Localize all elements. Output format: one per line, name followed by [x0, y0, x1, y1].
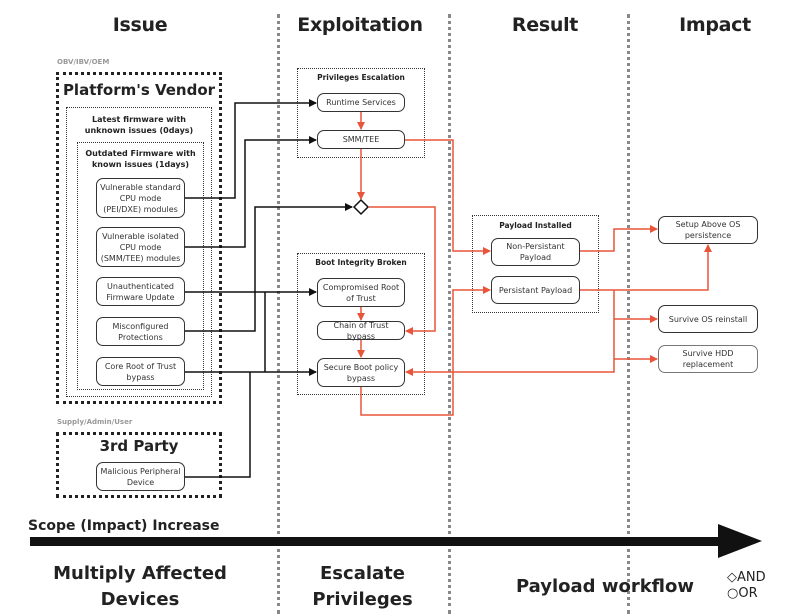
outdated-firmware-group: Outdated Firmware with known issues (1da… [77, 142, 204, 390]
scope-arrow-head [718, 524, 762, 558]
legend-and: ◇AND [727, 570, 766, 586]
footer-label-payload-workflow: Payload workflow [515, 576, 695, 597]
circle-icon: ○ [727, 586, 739, 601]
column-title-result: Result [511, 14, 579, 36]
persistent-payload-node[interactable]: Persistant Payload [491, 276, 580, 304]
legend-or-label: OR [738, 586, 758, 601]
footer-label-escalate-privileges: Escalate Privileges [312, 563, 413, 610]
column-title-exploitation: Exploitation [297, 14, 423, 36]
wire-isolated-cpu-to-smm [185, 136, 317, 248]
smm-tee-node[interactable]: SMM/TEE [317, 130, 405, 149]
wire-smm-to-non-persistent [405, 139, 491, 255]
legend-or: ○OR [727, 586, 766, 602]
vendor-tag: OBV/IBV/OEM [57, 58, 110, 66]
survive-hdd-replacement-node[interactable]: Survive HDD replacement [658, 345, 758, 373]
column-title-impact: Impact [679, 14, 751, 36]
column-separator [277, 14, 280, 614]
wire-persistent-to-setup [580, 244, 712, 291]
boot-integrity-title: Boot Integrity Broken [315, 258, 407, 267]
third-party-group: 3rd Party [56, 432, 222, 498]
legend-and-label: AND [737, 570, 766, 585]
chain-of-trust-bypass-node[interactable]: Chain of Trust bypass [317, 321, 405, 341]
misconfigured-protections-node[interactable]: Misconfigured Protections [96, 317, 185, 346]
diamond-icon: ◇ [727, 570, 737, 585]
compromised-root-of-trust-node[interactable]: Compromised Root of Trust [317, 278, 405, 307]
wire-non-persistent-to-setup [580, 225, 658, 252]
wire-misconfigured-to-and [185, 203, 353, 332]
non-persistent-payload-node[interactable]: Non-Persistant Payload [491, 238, 580, 266]
third-party-tag: Supply/Admin/User [57, 418, 133, 426]
latest-firmware-title: Latest firmware with unknown issues (0da… [84, 115, 194, 135]
vulnerable-standard-cpu-node[interactable]: Vulnerable standard CPU mode (PEI/DXE) m… [96, 178, 185, 218]
wire-standard-cpu-to-runtime [185, 99, 317, 199]
outdated-firmware-title: Outdated Firmware with known issues (1da… [85, 149, 196, 169]
survive-os-reinstall-node[interactable]: Survive OS reinstall [658, 305, 758, 333]
vulnerable-isolated-cpu-node[interactable]: Vulnerable isolated CPU mode (SMM/TEE) m… [96, 227, 185, 267]
payload-installed-title: Payload Installed [499, 221, 572, 230]
scope-label: Scope (Impact) Increase [28, 518, 220, 534]
wire-and-to-chain-of-trust [369, 206, 436, 335]
platform-vendor-title: Platform's Vendor [62, 81, 216, 99]
core-root-of-trust-bypass-node[interactable]: Core Root of Trust bypass [96, 357, 185, 386]
column-title-issue: Issue [112, 14, 168, 36]
column-separator [448, 14, 451, 614]
column-separator [627, 14, 630, 614]
wire-persistent-branch [405, 290, 615, 376]
setup-above-os-persistence-node[interactable]: Setup Above OS persistence [658, 216, 758, 244]
platform-vendor-group: Platform's Vendor [56, 72, 222, 404]
privileges-escalation-title: Privileges Escalation [317, 73, 405, 82]
wire-peripheral-to-secure-boot [185, 372, 251, 478]
and-gate-diamond [352, 198, 370, 216]
unauthenticated-fw-update-node[interactable]: Unauthenticated Firmware Update [96, 277, 185, 306]
wire-secure-boot-to-persistent [360, 286, 491, 416]
footer-label-multiply-devices: Multiply Affected Devices [53, 563, 227, 610]
payload-installed-group: Payload Installed [472, 215, 599, 313]
legend: ◇AND ○OR [727, 570, 766, 602]
secure-boot-policy-bypass-node[interactable]: Secure Boot policy bypass [317, 358, 405, 387]
scope-arrow-shaft [30, 537, 725, 546]
latest-firmware-group: Latest firmware with unknown issues (0da… [66, 107, 212, 397]
runtime-services-node[interactable]: Runtime Services [317, 93, 405, 112]
third-party-title: 3rd Party [99, 437, 179, 455]
malicious-peripheral-node[interactable]: Malicious Peripheral Device [96, 462, 185, 491]
